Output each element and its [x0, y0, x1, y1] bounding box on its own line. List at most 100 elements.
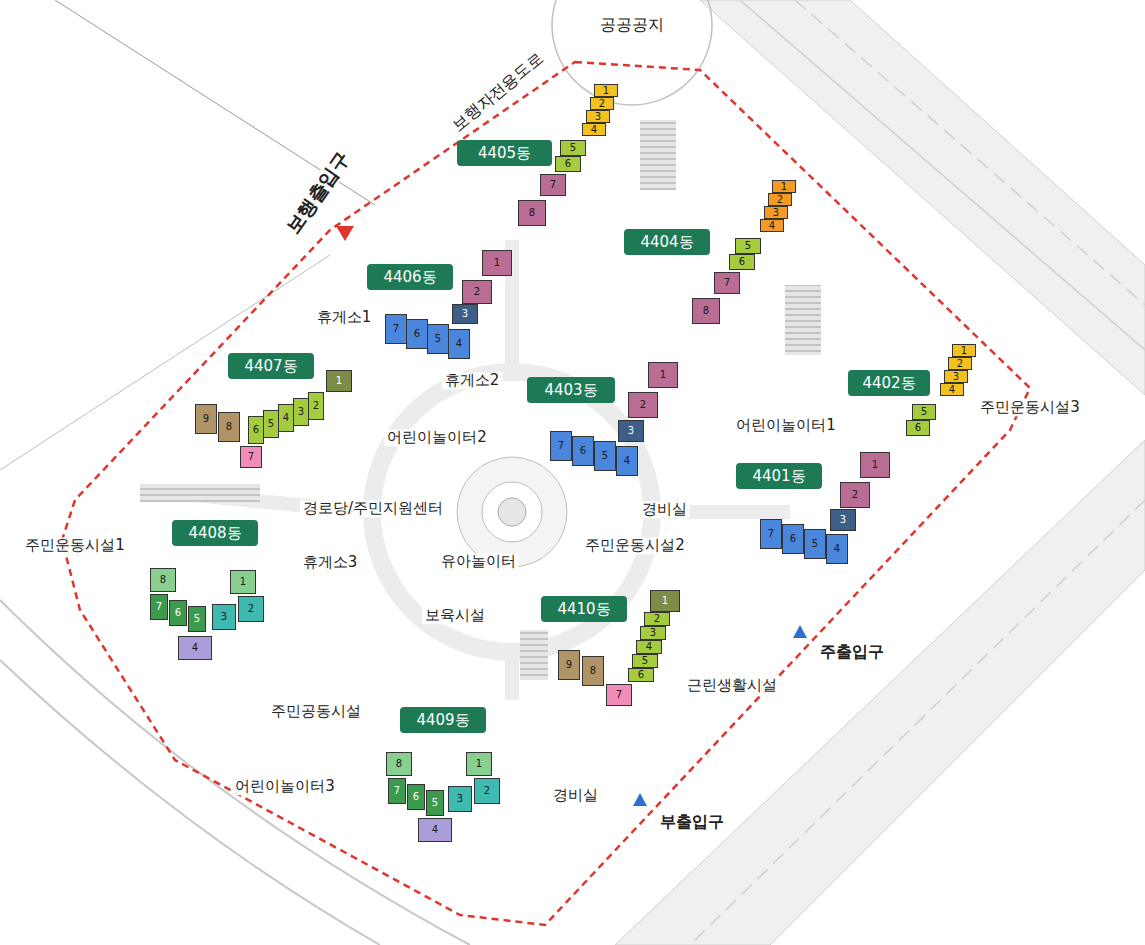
unit-block: 5 — [427, 324, 449, 354]
unit-number: 3 — [628, 426, 634, 436]
building-name: 4406동 — [383, 270, 436, 285]
unit-number: 4 — [624, 456, 630, 466]
unit-block: 3 — [212, 604, 236, 630]
entrance-marker — [793, 625, 807, 638]
unit-number: 3 — [953, 372, 959, 382]
unit-number: 1 — [662, 596, 668, 606]
facility-label: 보행자전용도로 — [447, 47, 549, 137]
unit-block: 1 — [648, 362, 678, 388]
unit-block: 6 — [729, 254, 755, 270]
unit-block: 1 — [466, 752, 492, 776]
unit-block: 8 — [386, 752, 412, 776]
unit-number: 8 — [160, 575, 166, 585]
unit-block: 5 — [188, 606, 206, 632]
unit-number: 5 — [194, 614, 200, 624]
unit-number: 4 — [456, 339, 462, 349]
plaza-fountain — [498, 498, 526, 526]
facility-label: 휴게소1 — [314, 309, 375, 326]
unit-block: 7 — [150, 594, 168, 620]
unit-block: 7 — [714, 272, 740, 294]
facility-label: 근린생활시설 — [684, 677, 780, 694]
entrance-label: 부출입구 — [657, 813, 727, 831]
unit-number: 8 — [703, 306, 709, 316]
unit-number: 6 — [414, 329, 420, 339]
unit-number: 2 — [957, 359, 963, 369]
road-line — [690, 500, 1145, 945]
building-label: 4407동 — [228, 353, 314, 379]
unit-number: 3 — [457, 794, 463, 804]
unit-number: 2 — [640, 400, 646, 410]
unit-block: 3 — [944, 370, 968, 383]
unit-number: 5 — [921, 407, 927, 417]
unit-number: 1 — [603, 86, 609, 96]
facility-label: 휴게소2 — [442, 372, 503, 389]
unit-block: 1 — [482, 250, 512, 276]
unit-block: 6 — [555, 156, 581, 172]
building-name: 4409동 — [416, 713, 469, 728]
unit-number: 4 — [949, 385, 955, 395]
unit-block: 2 — [948, 357, 972, 370]
inner-road — [505, 652, 519, 700]
unit-block: 9 — [558, 650, 580, 680]
unit-block: 7 — [606, 684, 632, 706]
site-boundary — [62, 62, 1030, 925]
unit-number: 1 — [961, 346, 967, 356]
building-label: 4401동 — [736, 463, 822, 489]
unit-number: 8 — [226, 422, 232, 432]
unit-number: 2 — [484, 786, 490, 796]
unit-number: 1 — [781, 182, 787, 192]
facility-label: 경비실 — [550, 787, 601, 804]
unit-number: 6 — [790, 534, 796, 544]
building-name: 4405동 — [478, 146, 531, 161]
building-label: 4403동 — [527, 377, 615, 403]
unit-block: 4 — [448, 329, 470, 359]
unit-number: 6 — [638, 670, 644, 680]
unit-number: 5 — [642, 656, 648, 666]
public-land-circle — [552, 0, 712, 105]
unit-number: 5 — [435, 334, 441, 344]
unit-block: 2 — [238, 596, 264, 622]
unit-block: 1 — [650, 590, 680, 612]
unit-number: 9 — [566, 660, 572, 670]
unit-block: 6 — [169, 600, 187, 626]
unit-block: 9 — [195, 404, 217, 434]
unit-number: 1 — [660, 370, 666, 380]
unit-number: 4 — [192, 643, 198, 653]
unit-block: 4 — [636, 640, 662, 654]
entrance-label: 주출입구 — [817, 643, 887, 661]
unit-block: 5 — [912, 404, 936, 420]
unit-block: 3 — [618, 420, 644, 442]
unit-block: 2 — [768, 193, 792, 206]
unit-block: 3 — [293, 398, 309, 426]
unit-number: 6 — [739, 257, 745, 267]
unit-block: 6 — [572, 436, 594, 466]
unit-block: 5 — [426, 790, 444, 816]
road-band — [615, 440, 1145, 945]
unit-number: 6 — [253, 425, 259, 435]
unit-block: 7 — [385, 314, 407, 344]
unit-block: 7 — [540, 174, 566, 196]
building-name: 4410동 — [557, 602, 610, 617]
building-label: 4408동 — [172, 520, 258, 546]
unit-block: 3 — [452, 304, 478, 324]
facility-label: 주민공동시설 — [268, 703, 364, 720]
unit-number: 3 — [595, 112, 601, 122]
entrance-marker — [633, 793, 647, 806]
unit-number: 7 — [248, 452, 254, 462]
facility-label: 공공공지 — [597, 16, 667, 34]
unit-number: 8 — [590, 666, 596, 676]
unit-block: 7 — [388, 778, 406, 804]
unit-number: 1 — [494, 258, 500, 268]
unit-block: 8 — [692, 298, 720, 324]
unit-block: 8 — [518, 200, 546, 226]
building-name: 4407동 — [244, 359, 297, 374]
unit-block: 8 — [582, 656, 604, 686]
parking-lot — [140, 484, 260, 502]
unit-number: 1 — [336, 376, 342, 386]
building-name: 4408동 — [188, 526, 241, 541]
unit-block: 5 — [263, 410, 279, 438]
unit-number: 7 — [558, 441, 564, 451]
unit-block: 7 — [760, 519, 782, 549]
